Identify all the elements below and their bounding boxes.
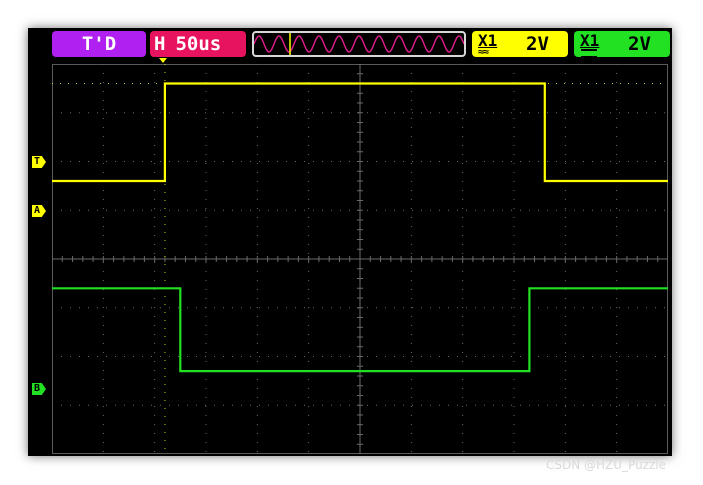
status-bar: T'D H 50us X1 ≈≈ 2V X1 2V [28, 28, 672, 62]
watermark: CSDN @HZU_Puzzle [546, 458, 666, 472]
waveform-overview[interactable] [252, 31, 466, 57]
dc-line-icon [581, 49, 597, 58]
timebase-badge[interactable]: H 50us [150, 31, 246, 57]
channel1-badge[interactable]: X1 ≈≈ 2V [472, 31, 568, 58]
scope-screen: T'D H 50us X1 ≈≈ 2V X1 2V T A B [28, 28, 672, 456]
trigger-level-marker[interactable]: T [32, 156, 46, 168]
channel-b-trace [52, 287, 668, 373]
dc-coupling-icon: X1 [580, 31, 600, 58]
ch2-volts-per-div: 2V [628, 33, 651, 55]
ch1-volts-per-div: 2V [526, 33, 549, 55]
trigger-mode-badge[interactable]: T'D [52, 31, 146, 57]
trigger-position-icon[interactable] [159, 58, 167, 63]
waveform-graticule [52, 64, 668, 454]
channel-a-trace [52, 82, 668, 183]
ch1-probe-label: X1 [478, 31, 498, 50]
timebase-value: 50us [175, 33, 222, 55]
timebase-prefix: H [154, 33, 166, 55]
ch2-probe-label: X1 [580, 31, 600, 50]
trigger-mode-label: T'D [81, 33, 117, 55]
trigger-marker-label: T [34, 156, 41, 167]
channel2-badge[interactable]: X1 2V [574, 31, 670, 58]
ac-wave-icon: ≈≈ [478, 47, 489, 58]
overview-wave [254, 35, 464, 53]
channel-a-marker-label: A [34, 205, 41, 216]
channel-a-marker[interactable]: A [32, 205, 46, 217]
channel-b-marker[interactable]: B [32, 383, 46, 395]
waveform-overview-icon [254, 33, 464, 55]
channel-b-marker-label: B [34, 383, 41, 394]
ac-coupling-icon: X1 ≈≈ [478, 31, 498, 58]
